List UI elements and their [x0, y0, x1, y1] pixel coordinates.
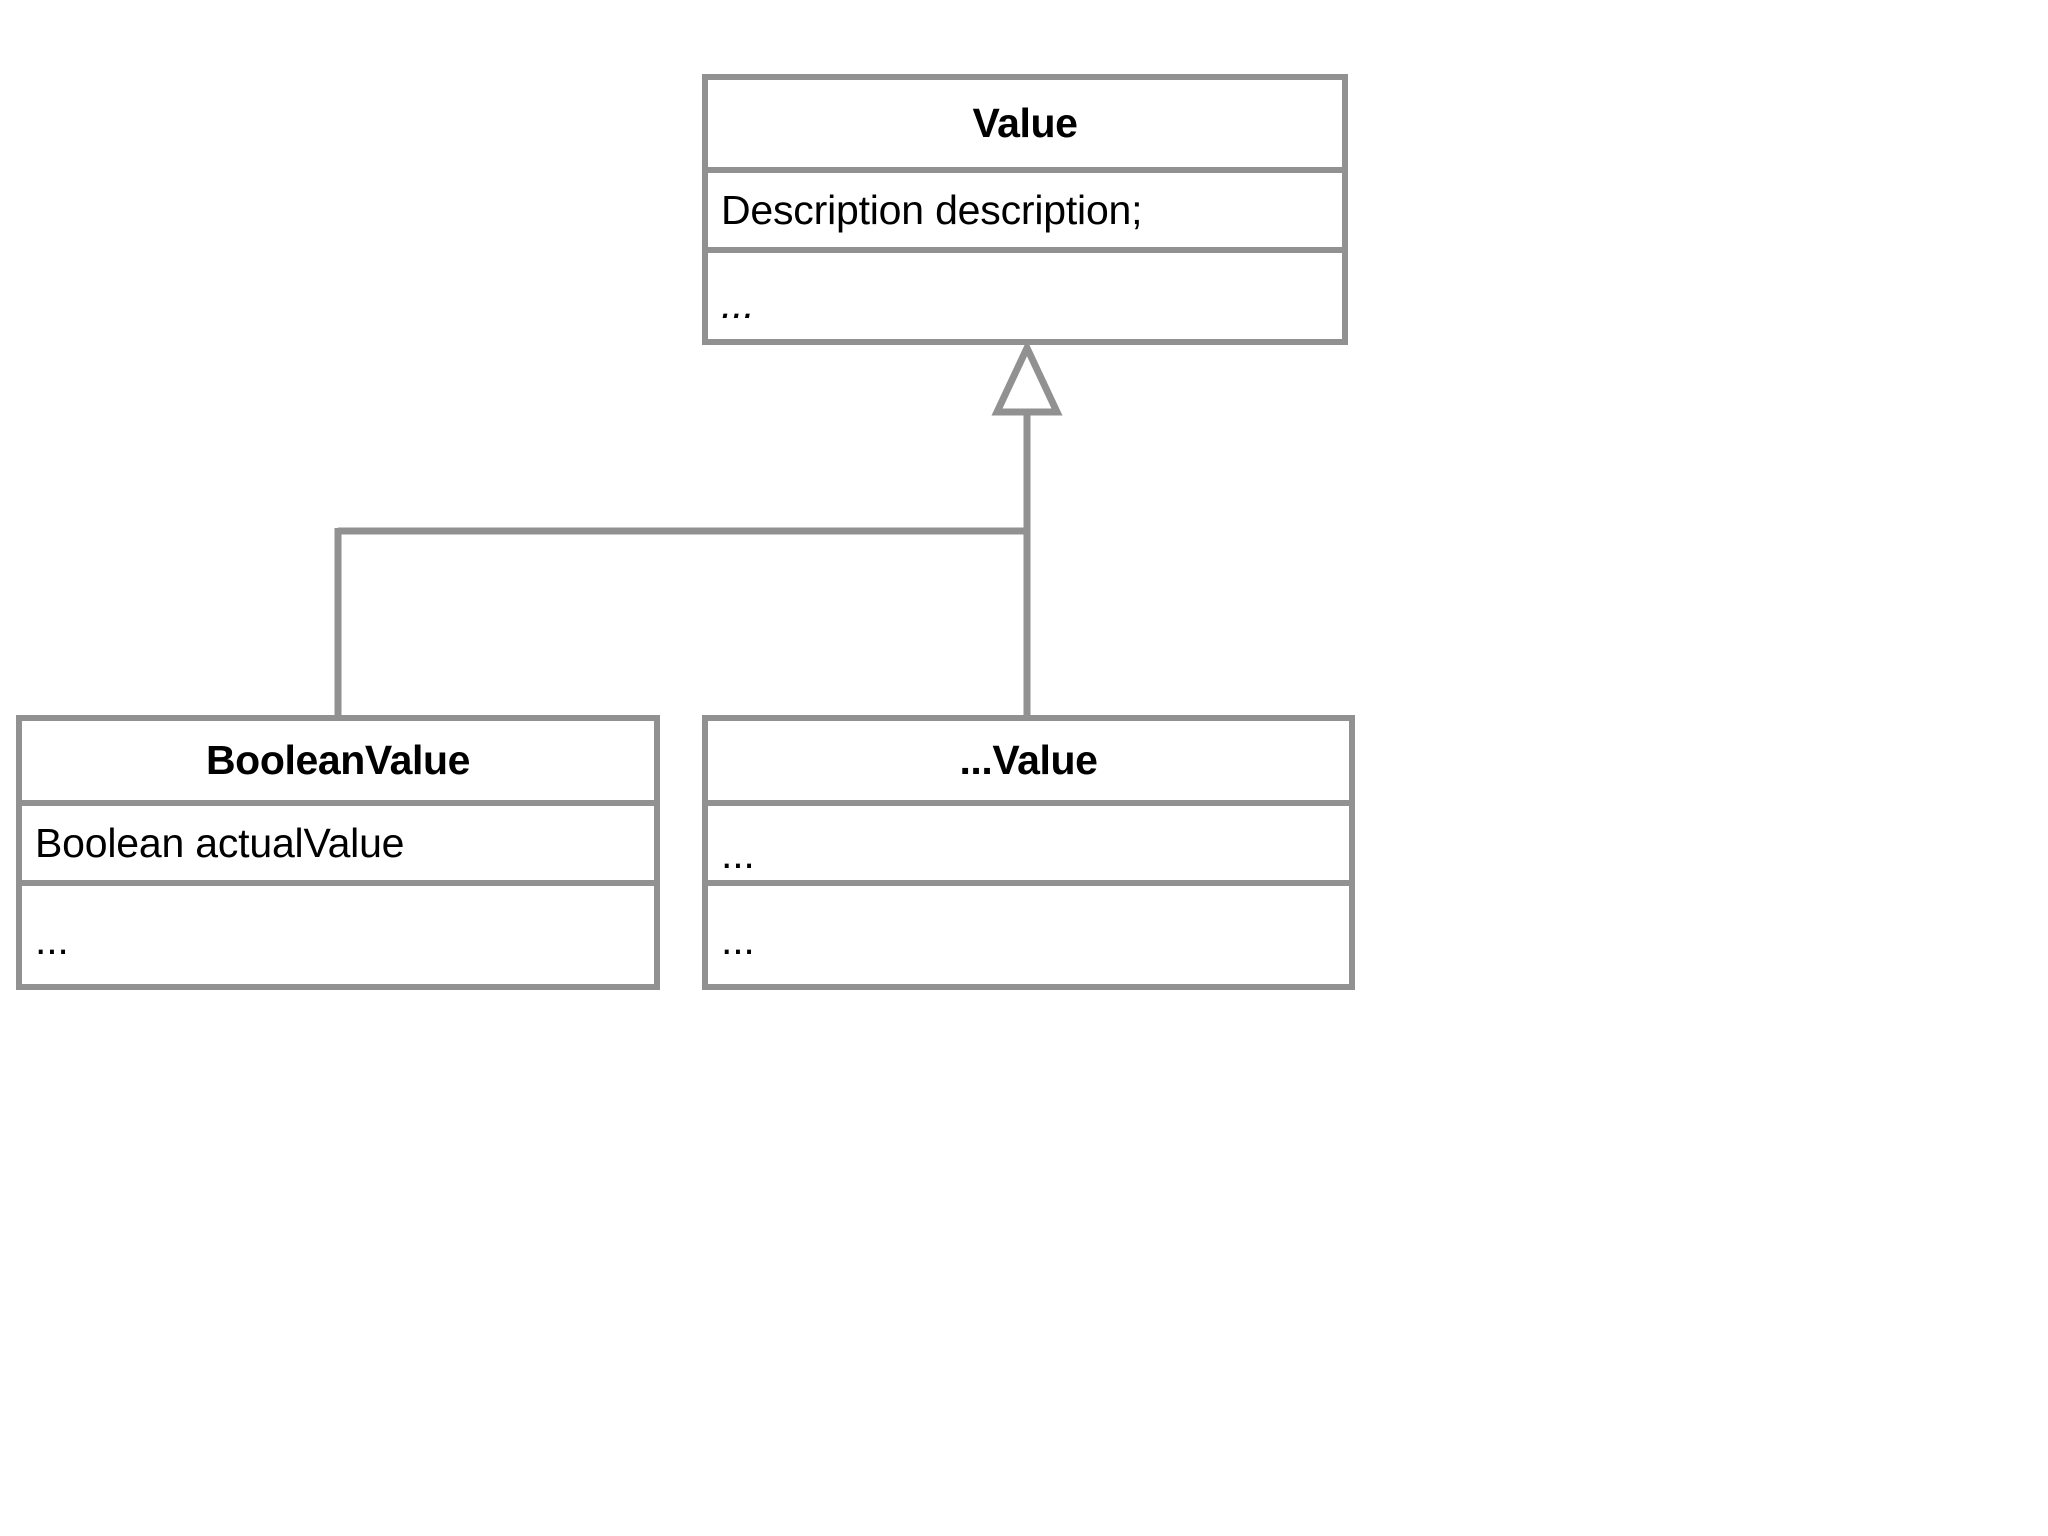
hollow-triangle-arrowhead-icon: [991, 339, 1063, 416]
uml-class-value[interactable]: Value Description description; ...: [702, 74, 1348, 345]
class-operations-compartment: ...: [22, 880, 654, 972]
uml-class-booleanvalue[interactable]: BooleanValue Boolean actualValue ...: [16, 715, 660, 990]
class-attributes-compartment: ...: [708, 800, 1349, 880]
class-attributes-compartment: Boolean actualValue: [22, 800, 654, 880]
uml-class-othervalue[interactable]: ...Value ... ...: [702, 715, 1355, 990]
class-name-compartment: ...Value: [708, 721, 1349, 800]
class-name-compartment: BooleanValue: [22, 721, 654, 800]
class-name-label: ...Value: [959, 737, 1098, 783]
class-operations-compartment: ...: [708, 247, 1342, 333]
attribute-item: Description description;: [721, 186, 1143, 233]
attribute-item: ...: [721, 830, 755, 877]
operation-item: ...: [721, 280, 755, 327]
operation-item: ...: [721, 916, 755, 963]
operation-item: ...: [35, 916, 69, 963]
class-name-compartment: Value: [708, 80, 1342, 167]
attribute-item: Boolean actualValue: [35, 819, 405, 866]
class-name-label: Value: [972, 100, 1078, 146]
class-name-label: BooleanValue: [205, 737, 471, 783]
class-attributes-compartment: Description description;: [708, 167, 1342, 247]
class-operations-compartment: ...: [708, 880, 1349, 972]
